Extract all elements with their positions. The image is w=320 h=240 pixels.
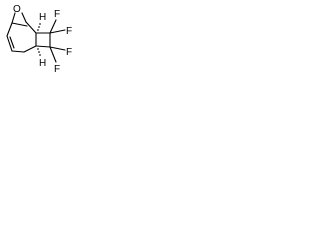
atom-label-h-top: H: [39, 12, 46, 23]
bond-alkene: [6, 35, 13, 52]
bond-cb-bottom: [35, 45, 51, 48]
bond-cf-top-2: [49, 29, 66, 34]
atom-label-f4: F: [54, 64, 60, 75]
bond-top-bridge-fusion: [11, 22, 28, 27]
bond-left-alkene-top: [6, 22, 13, 37]
bond-cf-bottom-1: [49, 46, 66, 51]
atom-label-f1: F: [54, 9, 60, 20]
atom-label-f3: F: [66, 47, 72, 58]
bond-o-right: [21, 12, 27, 23]
bond-lower-bridgehead: [11, 50, 25, 53]
bond-o-left: [11, 12, 16, 24]
atom-label-h-bottom: H: [39, 58, 46, 69]
atom-label-f2: F: [66, 26, 72, 37]
chemical-structure-diagram: O H H F F F F: [6, 4, 72, 75]
bond-alkene-second: [9, 36, 15, 49]
bond-top-right: [25, 21, 37, 34]
atom-label-oxygen: O: [13, 4, 21, 15]
bond-cf-bottom-2: [49, 46, 57, 63]
bond-bottom-right: [23, 45, 37, 53]
stereo-bonds: [37, 23, 41, 56]
ring-bonds: [6, 12, 66, 63]
bond-cf-top-1: [49, 19, 57, 34]
